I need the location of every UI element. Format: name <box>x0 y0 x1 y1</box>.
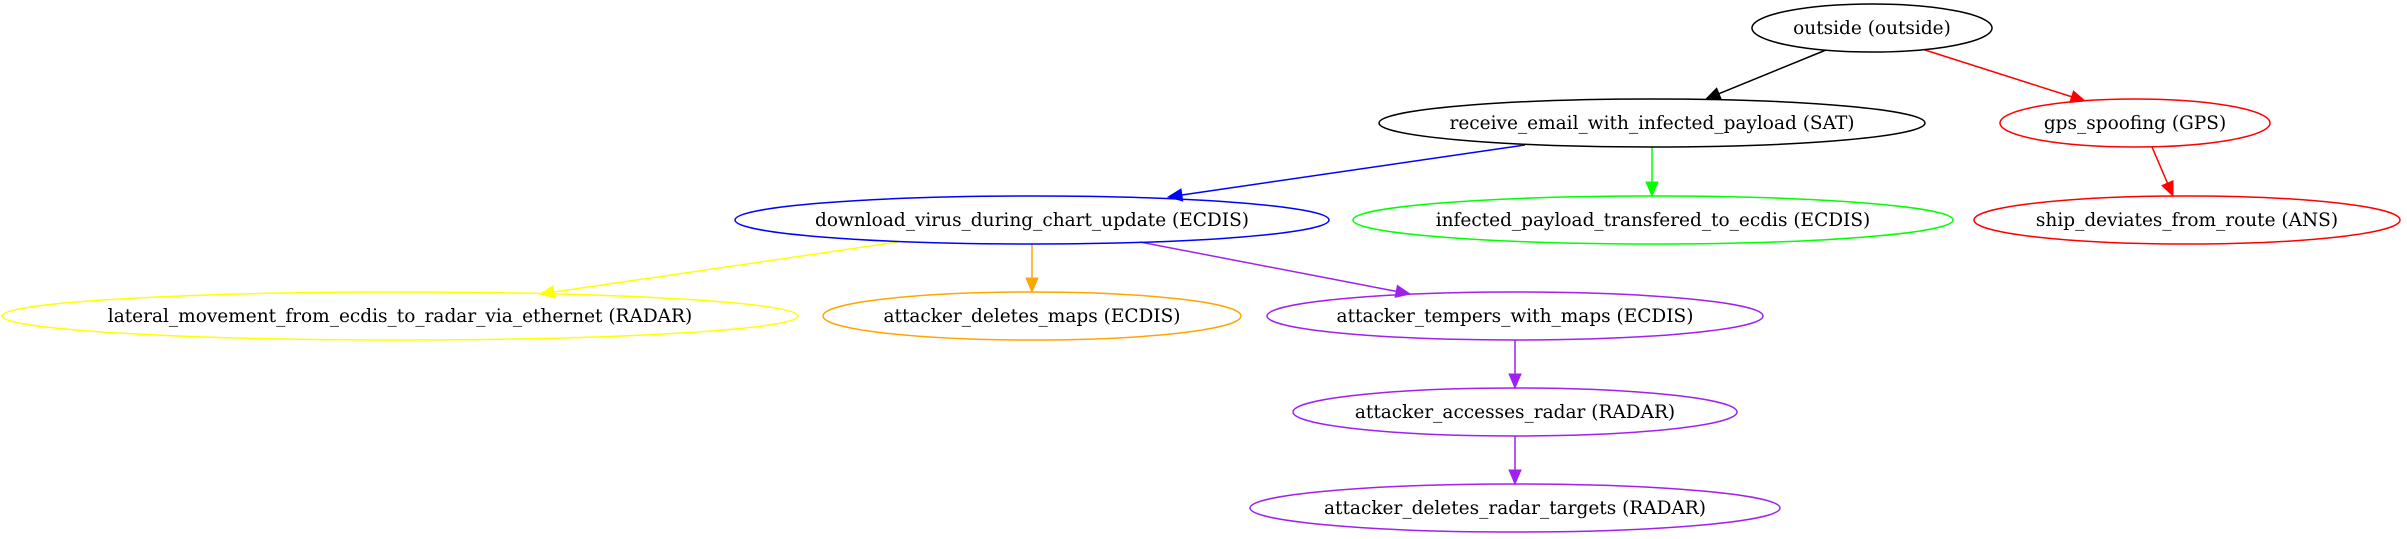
node-label: gps_spoofing (GPS) <box>2044 113 2226 134</box>
node-ellipse <box>1378 98 1926 148</box>
node-label: outside (outside) <box>1793 18 1951 39</box>
arrowhead-icon <box>1508 469 1522 486</box>
node-label: attacker_accesses_radar (RADAR) <box>1355 402 1675 423</box>
edge-tempers_maps-to-accesses_radar <box>1508 340 1522 390</box>
node-ellipse <box>1266 291 1764 341</box>
edge-receive_email-to-infected_payload <box>1645 147 1659 198</box>
node-label: download_virus_during_chart_update (ECDI… <box>815 210 1249 231</box>
arrowhead-icon <box>2161 180 2174 198</box>
edge-receive_email-to-download_virus <box>1166 144 1526 202</box>
nodes-layer: outside (outside) receive_email_with_infe… <box>1 3 2401 533</box>
node-ellipse <box>822 291 1242 341</box>
arrowhead-icon <box>1025 277 1039 294</box>
node-outside: outside (outside) <box>1751 3 1993 53</box>
edge-accesses_radar-to-deletes_radar_targets <box>1508 436 1522 486</box>
node-infected-payload: infected_payload_transfered_to_ecdis (EC… <box>1352 195 1954 245</box>
node-ellipse <box>1973 195 2401 245</box>
edge-gps_spoofing-to-ship_deviates <box>2151 146 2174 198</box>
node-label: receive_email_with_infected_payload (SAT… <box>1449 113 1854 134</box>
node-lateral-movement: lateral_movement_from_ecdis_to_radar_via… <box>1 291 799 341</box>
edge-line <box>1181 144 1526 196</box>
node-ellipse <box>1999 98 2271 148</box>
node-label: attacker_deletes_maps (ECDIS) <box>883 306 1180 327</box>
node-label: attacker_tempers_with_maps (ECDIS) <box>1337 306 1694 327</box>
node-receive-email: receive_email_with_infected_payload (SAT… <box>1378 98 1926 148</box>
node-gps-spoofing: gps_spoofing (GPS) <box>1999 98 2271 148</box>
node-ship-deviates: ship_deviates_from_route (ANS) <box>1973 195 2401 245</box>
node-ellipse <box>1292 387 1738 437</box>
edge-download_virus-to-lateral_movement <box>538 241 899 299</box>
arrowhead-icon <box>1704 87 1722 100</box>
node-ellipse <box>1 291 799 341</box>
node-label: lateral_movement_from_ecdis_to_radar_via… <box>108 306 692 327</box>
edge-download_virus-to-deletes_maps <box>1025 244 1039 294</box>
edge-download_virus-to-tempers_maps <box>1139 241 1412 298</box>
node-label: ship_deviates_from_route (ANS) <box>2036 210 2338 231</box>
edge-line <box>2151 146 2169 184</box>
node-ellipse <box>734 195 1330 245</box>
arrowhead-icon <box>1508 373 1522 390</box>
edge-line <box>553 241 899 293</box>
node-ellipse <box>1352 195 1954 245</box>
node-deletes-radar-targets: attacker_deletes_radar_targets (RADAR) <box>1249 483 1781 533</box>
node-download-virus: download_virus_during_chart_update (ECDI… <box>734 195 1330 245</box>
edge-line <box>1924 49 2072 98</box>
arrowhead-icon <box>1645 181 1659 198</box>
node-accesses-radar: attacker_accesses_radar (RADAR) <box>1292 387 1738 437</box>
node-ellipse <box>1249 483 1781 533</box>
node-ellipse <box>1751 3 1993 53</box>
edge-outside-to-gps_spoofing <box>1924 49 2087 104</box>
edge-line <box>1718 49 1827 95</box>
node-label: attacker_deletes_radar_targets (RADAR) <box>1324 498 1706 519</box>
node-label: infected_payload_transfered_to_ecdis (EC… <box>1436 210 1871 231</box>
node-deletes-maps: attacker_deletes_maps (ECDIS) <box>822 291 1242 341</box>
edge-outside-to-receive_email <box>1704 49 1827 100</box>
edge-line <box>1139 241 1397 293</box>
arrowhead-icon <box>538 285 556 299</box>
node-tempers-maps: attacker_tempers_with_maps (ECDIS) <box>1266 291 1764 341</box>
